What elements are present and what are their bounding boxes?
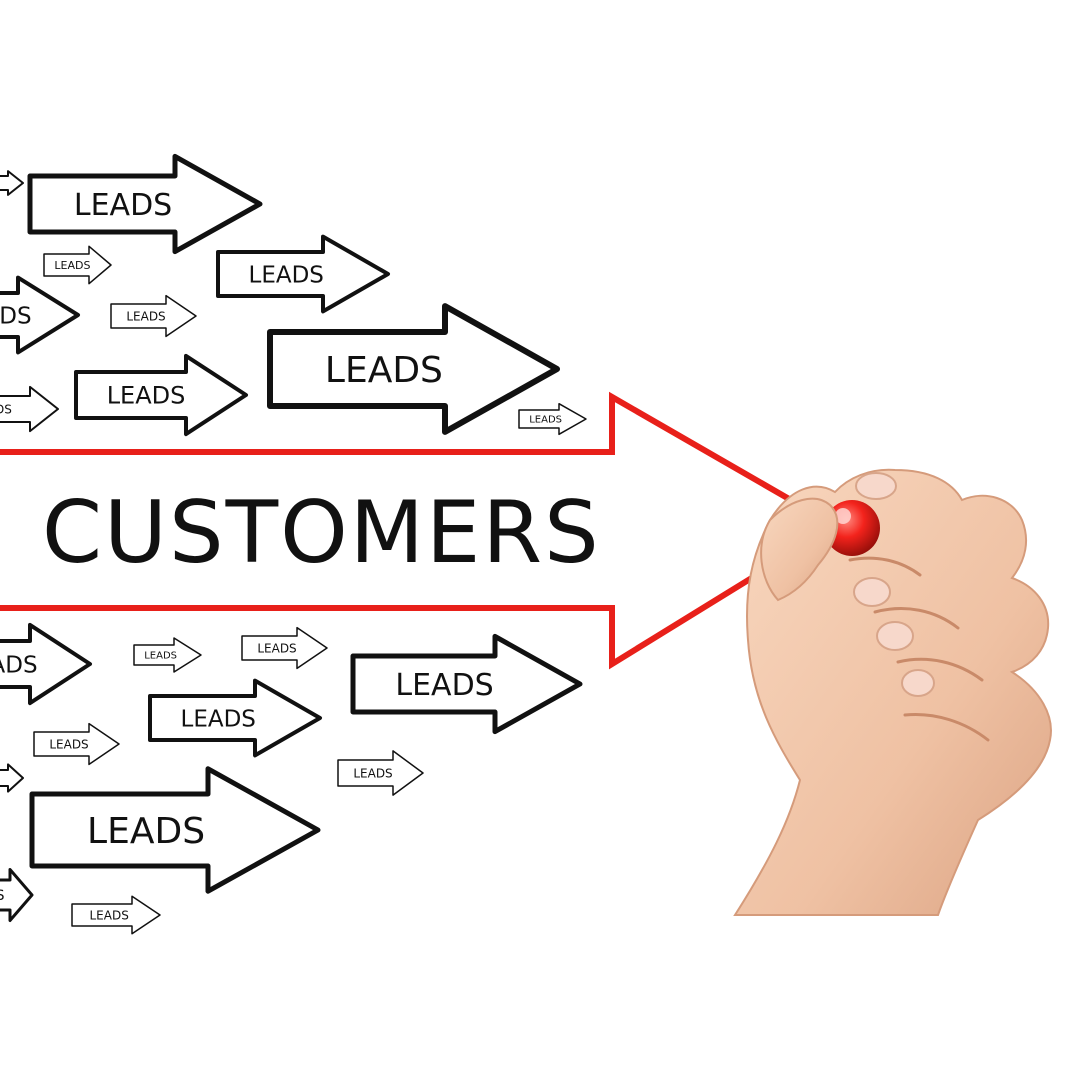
lead-arrow-icon xyxy=(0,868,34,922)
lead-arrow-label: LEADS xyxy=(74,188,172,223)
hand-with-marker xyxy=(733,468,1052,916)
lead-arrow-icon xyxy=(29,766,321,894)
lead-arrow-icon xyxy=(74,353,248,437)
lead-arrow-icon xyxy=(267,303,560,435)
lead-arrow-label: LEADS xyxy=(107,382,186,410)
finger-crease xyxy=(896,657,984,682)
hand-icon xyxy=(733,468,1052,916)
lead-arrow-icon xyxy=(43,245,112,285)
lead-arrow-label: LEADS xyxy=(257,641,296,655)
lead-arrow-label: LEADS xyxy=(126,309,165,323)
finger-crease xyxy=(873,607,960,630)
lead-arrow-icon xyxy=(0,275,80,355)
lead-arrow-label: LEADS xyxy=(325,350,443,391)
lead-arrow-label: LEADS xyxy=(144,651,177,662)
lead-arrow-icon xyxy=(0,622,92,706)
lead-arrow-label: LEADS xyxy=(181,706,256,732)
thumb xyxy=(760,497,839,602)
lead-arrow-label: LEADS xyxy=(0,652,38,678)
lead-arrow-icon xyxy=(71,895,161,935)
lead-arrow-label: LEADS xyxy=(0,402,12,416)
lead-arrow-label: LEADS xyxy=(395,668,493,703)
lead-arrow-label: LEADS xyxy=(90,908,129,922)
lead-arrow-label: LEADS xyxy=(249,262,324,288)
finger-crease xyxy=(903,712,990,742)
fingernail xyxy=(853,577,891,607)
lead-arrow-label: LEADS xyxy=(529,415,562,426)
lead-arrow-icon xyxy=(350,633,583,735)
lead-arrow-icon xyxy=(27,153,263,255)
lead-arrow-icon xyxy=(110,294,197,338)
lead-arrow-icon xyxy=(0,385,59,433)
lead-arrow-label: LEADS xyxy=(54,259,90,272)
lead-arrow-icon xyxy=(518,402,587,436)
lead-arrow-label: LEADS xyxy=(49,737,88,751)
lead-arrow-label: LEADS xyxy=(0,888,5,904)
lead-arrow-label: LEADS xyxy=(353,766,392,780)
marker-shine xyxy=(835,508,851,524)
lead-arrow-icon xyxy=(133,637,202,673)
customers-label: CUSTOMERS xyxy=(42,483,601,583)
lead-arrow-icon xyxy=(216,234,390,314)
finger-crease xyxy=(848,556,922,577)
fingernail xyxy=(901,669,935,697)
lead-arrow-icon xyxy=(33,722,120,766)
lead-arrow-label: LEADS xyxy=(87,811,205,852)
lead-arrow-label: LEADS xyxy=(0,303,32,329)
lead-arrows-group: LEADS LEADS LEADS LEADS LEADS LEADS LEADS LEADS… xyxy=(0,153,587,935)
lead-arrow-icon xyxy=(241,626,328,670)
fingernail xyxy=(876,621,914,651)
lead-arrow-icon xyxy=(148,678,322,758)
fingernail xyxy=(855,472,897,500)
lead-arrow-icon xyxy=(0,170,24,196)
lead-arrow-icon xyxy=(337,750,424,796)
lead-arrow-icon xyxy=(0,763,24,793)
